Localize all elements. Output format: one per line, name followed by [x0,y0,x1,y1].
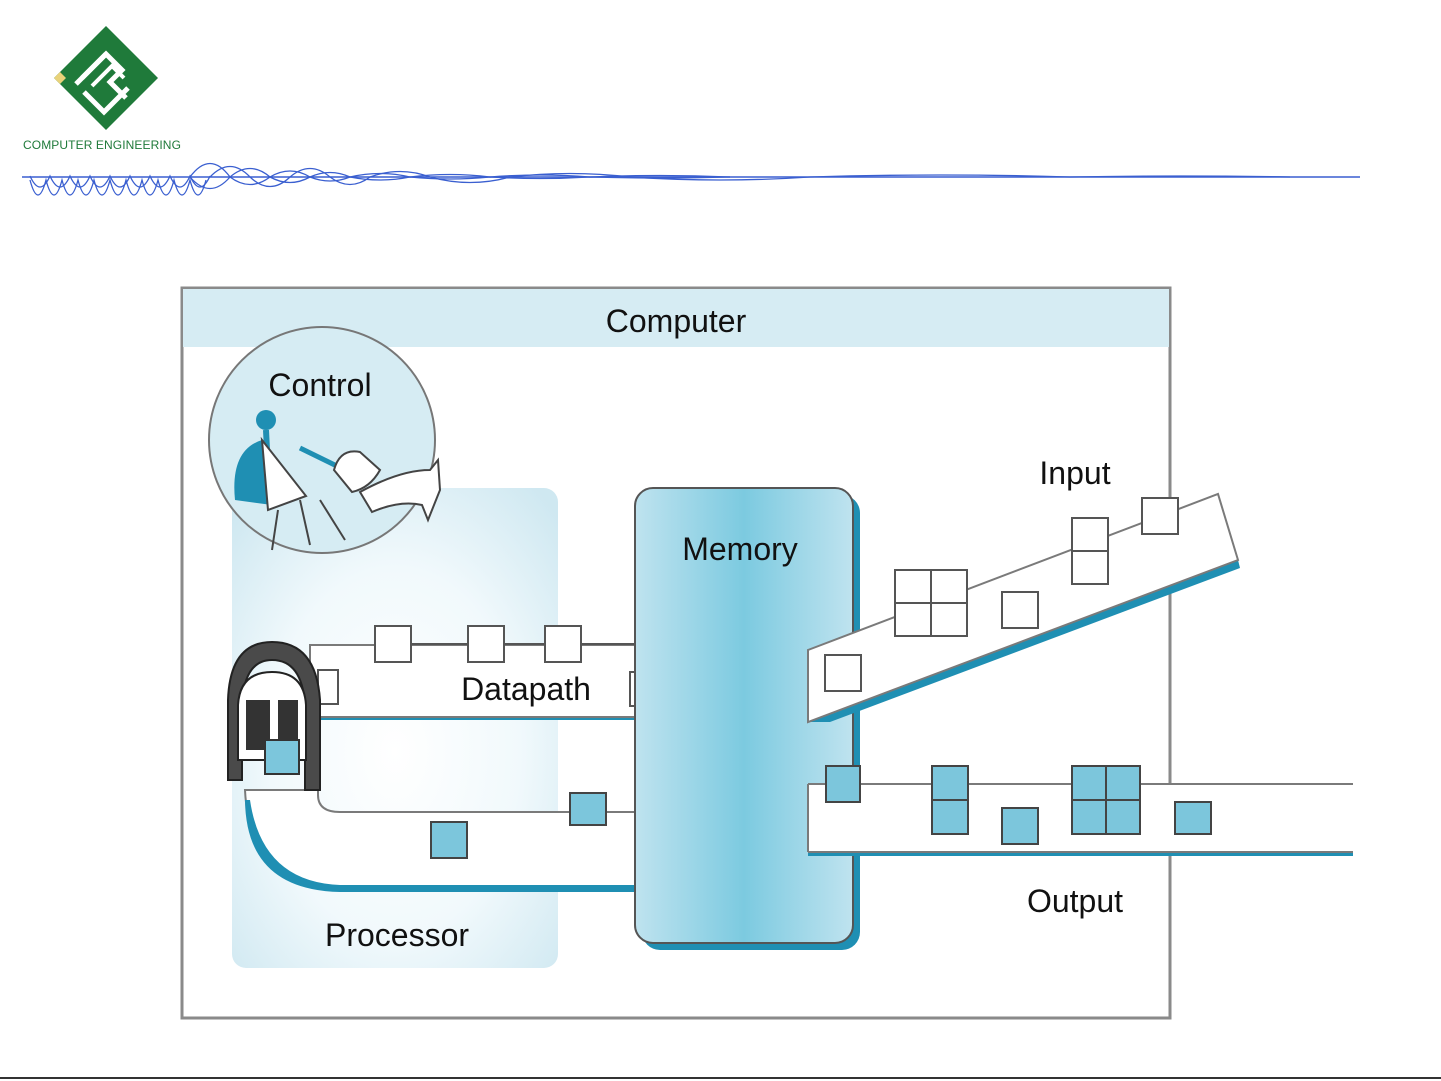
memory-label: Memory [682,531,798,567]
datapath-label: Datapath [461,671,591,707]
output-block [1002,808,1038,844]
input-block [825,655,861,691]
datapath-block [318,670,338,704]
control-label: Control [268,367,371,403]
data-block [431,822,467,858]
processor-label: Processor [325,917,469,953]
datapath-block [468,626,504,662]
input-block [1002,592,1038,628]
computer-label: Computer [606,303,747,339]
input-label: Input [1039,455,1110,491]
data-block [570,793,606,825]
data-block [265,740,299,774]
output-block [1175,802,1211,834]
footer-rule [0,1077,1441,1079]
datapath-block [545,626,581,662]
input-block [1142,498,1178,534]
output-block [826,766,860,802]
datapath-block [375,626,411,662]
output-label: Output [1027,883,1123,919]
